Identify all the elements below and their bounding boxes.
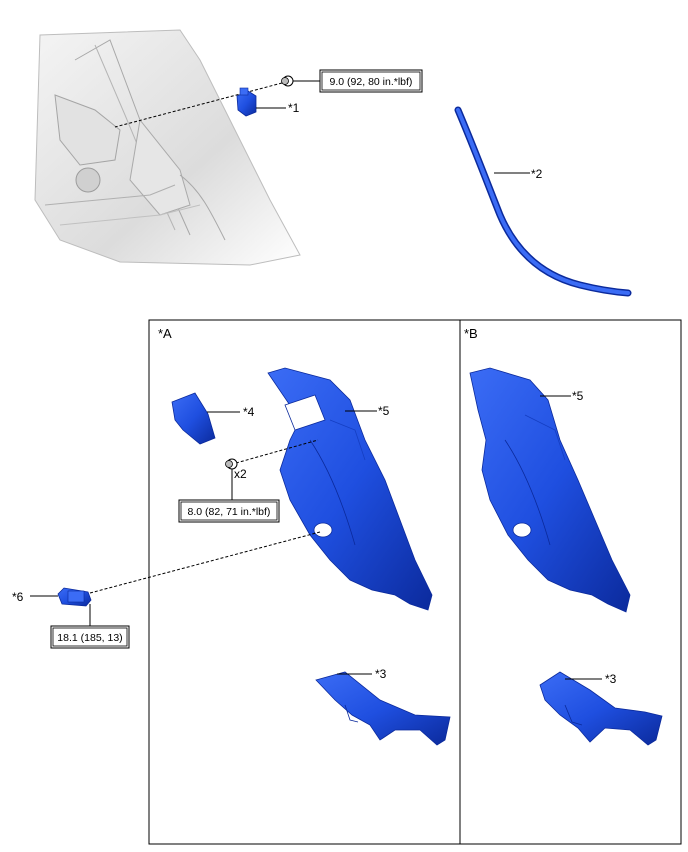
torque-box-middle-outer	[178, 499, 280, 523]
torque-spec-lower: 18.1 (185, 13)	[57, 632, 122, 644]
label-part-5-b: *5	[572, 389, 584, 403]
weatherstrip-part-2	[456, 108, 630, 295]
dashed-install-line-1	[114, 82, 283, 128]
panel-label-a: *A	[158, 326, 172, 341]
torque-box-lower-outer	[50, 625, 130, 649]
dashed-install-line-2	[235, 439, 319, 464]
scuff-plate-part-3-a	[315, 671, 451, 746]
clip-part-1	[236, 87, 257, 117]
torque-box-lower-inner	[52, 627, 128, 647]
panel-frame	[148, 319, 682, 845]
label-part-5-a: *5	[378, 404, 390, 418]
cover-part-4	[171, 392, 216, 445]
label-part-4: *4	[243, 405, 255, 419]
anchor-part-6	[57, 587, 92, 607]
torque-box-upper-inner	[321, 71, 421, 91]
scuff-plate-part-3-b	[539, 671, 663, 746]
label-part-3-b: *3	[605, 672, 617, 686]
dashed-install-line-3	[89, 531, 321, 594]
bolt-icon-middle	[225, 458, 238, 470]
label-part-6: *6	[12, 590, 24, 604]
torque-spec-middle: 8.0 (82, 71 in.*lbf)	[188, 506, 271, 518]
torque-box-middle-inner	[180, 501, 278, 521]
quantity-label: x2	[234, 467, 247, 481]
torque-box-upper-outer	[319, 69, 423, 93]
label-part-2: *2	[531, 167, 543, 181]
trim-panel-part-5-a	[267, 367, 433, 611]
vehicle-body-illustration	[34, 29, 301, 266]
panel-label-b: *B	[464, 326, 478, 341]
label-part-3-a: *3	[375, 667, 387, 681]
torque-spec-upper: 9.0 (92, 80 in.*lbf)	[330, 76, 413, 88]
trim-panel-part-5-b	[469, 367, 631, 613]
label-part-1: *1	[288, 101, 300, 115]
weatherstrip-part-2-outline	[454, 106, 632, 297]
bolt-icon-upper	[281, 75, 294, 87]
